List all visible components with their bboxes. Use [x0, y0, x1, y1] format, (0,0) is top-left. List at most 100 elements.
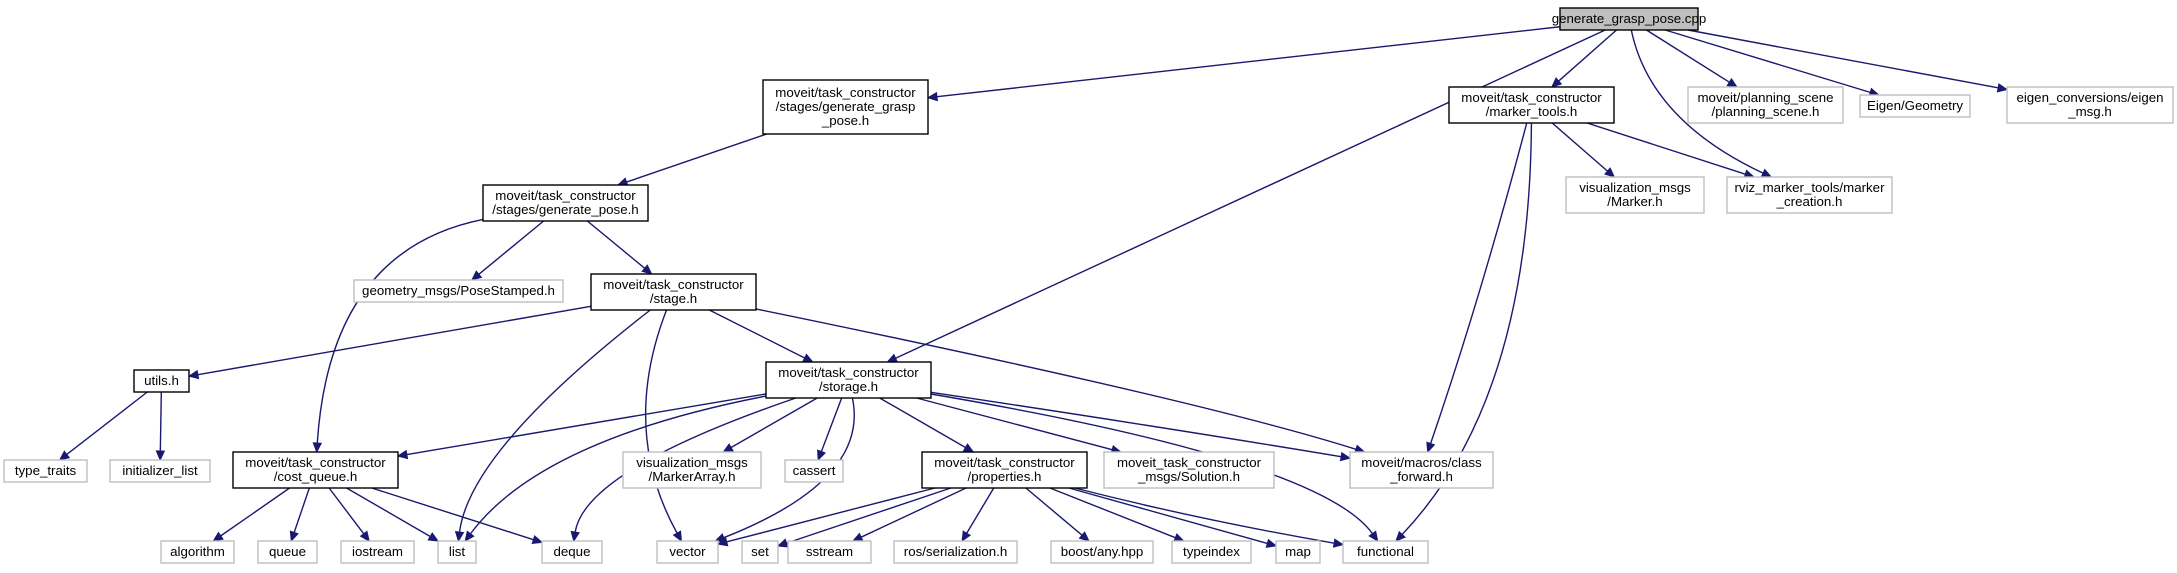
node-box: [741, 540, 779, 564]
node-label: moveit_task_constructor: [1117, 455, 1262, 470]
node-label: moveit/task_constructor: [495, 188, 636, 203]
node-ggp[interactable]: moveit/task_constructor/stages/generate_…: [762, 79, 929, 135]
node-label: moveit/task_constructor: [1461, 90, 1602, 105]
node-label: moveit/task_constructor: [603, 277, 744, 292]
node-box: [482, 184, 649, 222]
arrowhead-icon: [312, 442, 323, 454]
edge-storage-to-sol: [916, 397, 1123, 455]
node-set: set: [741, 540, 779, 564]
edge-stage-to-utils: [187, 305, 592, 380]
node-label: /marker_tools.h: [1486, 104, 1578, 119]
node-label: queue: [269, 544, 306, 559]
edge-gp-to-geom: [470, 220, 545, 281]
node-box: [1559, 7, 1699, 31]
edge-line: [1630, 29, 1764, 174]
arrowhead-icon: [1760, 168, 1773, 178]
arrowhead-icon: [1173, 533, 1185, 542]
edge-line: [197, 305, 592, 376]
node-iostream: iostream: [340, 540, 415, 564]
node-list: list: [437, 540, 477, 564]
node-label: typeindex: [1183, 544, 1240, 559]
node-mt[interactable]: moveit/task_constructor/marker_tools.h: [1448, 86, 1615, 124]
node-box: [1565, 176, 1705, 214]
node-box: [1103, 451, 1275, 489]
arrowhead-icon: [289, 530, 299, 543]
node-box: [590, 273, 757, 311]
node-label: algorithm: [170, 544, 225, 559]
arrowhead-icon: [817, 449, 826, 462]
arrowhead-icon: [641, 264, 653, 275]
node-label: visualization_msgs: [636, 455, 748, 470]
arrowhead-icon: [1604, 167, 1616, 178]
node-stage[interactable]: moveit/task_constructor/stage.h: [590, 273, 757, 311]
edge-line: [66, 391, 148, 456]
edge-line: [1025, 487, 1083, 536]
edge-props-to-rosser: [961, 487, 995, 543]
node-box: [109, 459, 211, 483]
arrowhead-icon: [672, 530, 683, 543]
arrowhead-icon: [962, 443, 975, 453]
arrowhead-icon: [1996, 83, 2009, 93]
node-label: eigen_conversions/eigen: [2016, 90, 2163, 105]
edge-line: [328, 487, 365, 535]
edge-root-to-storage: [886, 29, 1606, 363]
arrowhead-icon: [1339, 451, 1352, 462]
edges: [58, 26, 2009, 548]
node-tt: type_traits: [3, 459, 88, 483]
arrowhead-icon: [1726, 77, 1738, 88]
edge-line: [1074, 487, 1335, 544]
arrowhead-icon: [714, 533, 726, 542]
node-box: [340, 540, 415, 564]
node-props[interactable]: moveit/task_constructor/properties.h: [921, 451, 1088, 489]
edge-line: [895, 29, 1606, 359]
node-box: [353, 279, 564, 303]
edge-line: [966, 487, 995, 534]
node-label: initializer_list: [122, 463, 198, 478]
node-box: [1275, 540, 1321, 564]
edge-root-to-ps: [1646, 29, 1738, 88]
node-label: generate_grasp_pose.cpp: [1552, 11, 1707, 26]
node-box: [1171, 540, 1252, 564]
arrowhead-icon: [359, 530, 370, 542]
node-box: [765, 361, 932, 399]
arrowhead-icon: [570, 530, 580, 543]
edge-line: [916, 397, 1113, 451]
node-utils[interactable]: utils.h: [133, 369, 190, 393]
node-label: boost/any.hpp: [1061, 544, 1144, 559]
arrowhead-icon: [1550, 77, 1563, 88]
arrowhead-icon: [155, 450, 166, 462]
node-eig: Eigen/Geometry: [1859, 94, 1971, 118]
node-storage[interactable]: moveit/task_constructor/storage.h: [765, 361, 932, 399]
node-label: /properties.h: [968, 469, 1042, 484]
node-label: /stages/generate_grasp: [776, 99, 916, 114]
node-box: [2006, 86, 2174, 124]
edge-line: [406, 393, 767, 456]
node-box: [1859, 94, 1971, 118]
arrowhead-icon: [58, 450, 71, 461]
edge-stage-to-cf: [755, 308, 1366, 454]
edge-line: [220, 487, 290, 537]
edge-storage-to-cq: [396, 393, 767, 460]
edge-storage-to-props: [879, 397, 975, 453]
edge-line: [1586, 122, 1746, 175]
node-label: type_traits: [15, 463, 77, 478]
node-gp[interactable]: moveit/task_constructor/stages/generate_…: [482, 184, 649, 222]
node-label: _msgs/Solution.h: [1137, 469, 1240, 484]
node-vm: visualization_msgs/Marker.h: [1565, 176, 1705, 214]
nodes: generate_grasp_pose.cpp moveit/task_const…: [3, 7, 2174, 564]
edge-line: [708, 309, 805, 359]
edge-line: [586, 220, 646, 269]
node-box: [437, 540, 477, 564]
node-typeindex: typeindex: [1171, 540, 1252, 564]
node-label: list: [449, 544, 466, 559]
node-label: ros/serialization.h: [904, 544, 1007, 559]
edge-storage-to-cassert: [817, 397, 843, 462]
node-cq[interactable]: moveit/task_constructor/cost_queue.h: [232, 451, 399, 489]
edge-line: [1429, 122, 1528, 444]
node-vma: visualization_msgs/MarkerArray.h: [622, 451, 762, 489]
arrowhead-icon: [396, 449, 409, 460]
arrowhead-icon: [802, 353, 814, 363]
node-geom: geometry_msgs/PoseStamped.h: [353, 279, 564, 303]
node-box: [3, 459, 88, 483]
edge-line: [860, 487, 967, 538]
